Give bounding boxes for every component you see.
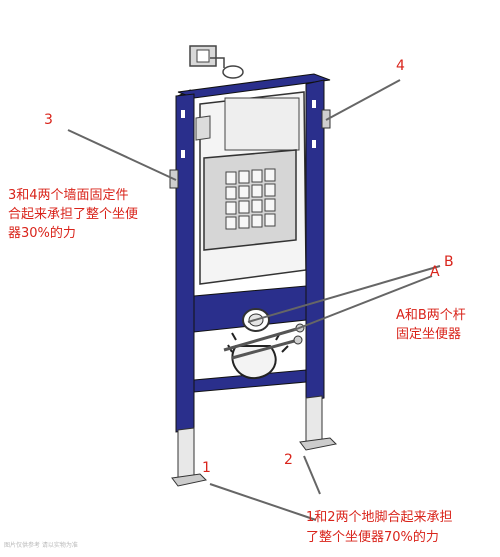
frame-feet [171,395,338,487]
label-4: 4 [396,58,405,74]
panel-grid-cell [238,185,250,199]
leader-A [293,275,433,331]
note-rods: A和B两个杆 固定坐便器 [396,306,466,344]
panel-grid-cell [264,213,276,227]
watermark-text: 图片仅供参考 请以实物为准 [4,542,78,549]
leader-lines [67,79,441,521]
panel-grid-cell [238,200,250,214]
panel-grid-cell [251,199,263,213]
frame-holes [181,100,316,158]
panel-grid-cell [225,216,237,230]
frame-right-upright [305,79,325,403]
panel-grid-cell [238,215,250,229]
label-B: B [444,254,454,270]
leader-4 [325,79,401,121]
note-rods-line1: A和B两个杆 [396,308,466,323]
note-feet-line1: 1和2两个地脚合起来承担 [306,510,453,525]
note-rods-line2: 固定坐便器 [396,327,462,342]
leader-1 [209,483,317,521]
flush-panel [203,149,297,251]
panel-grid-cell [264,183,276,197]
note-wall-brackets-line1: 3和4两个墙面固定件 [8,188,129,203]
label-1: 1 [202,460,211,476]
leader-B [247,265,441,323]
panel-grid-cell [225,171,237,185]
panel-grid-cell [238,170,250,184]
leader-2 [303,455,321,495]
note-feet: 1和2两个地脚合起来承担 了整个坐便器70%的力 [306,508,453,548]
panel-grid-cell [251,214,263,228]
panel-grid-cell [264,168,276,182]
label-A: A [430,264,440,280]
frame-bolt-plate [193,285,307,333]
note-wall-brackets-line2: 合起来承担了整个坐便 [8,207,139,222]
panel-grid-cell [251,169,263,183]
panel-grid-cell [251,184,263,198]
label-2: 2 [284,452,293,468]
leader-3 [67,129,177,181]
note-wall-brackets-line3: 器30%的力 [8,226,76,241]
water-inlet-fitting [189,45,244,79]
label-3: 3 [44,112,53,128]
note-wall-brackets: 3和4两个墙面固定件 合起来承担了整个坐便 器30%的力 [8,186,138,243]
panel-grid-cell [225,186,237,200]
panel-grid-cell [264,198,276,212]
panel-grid-cell [225,201,237,215]
note-feet-line2: 了整个坐便器70%的力 [306,530,439,545]
frame-left-upright [175,93,195,433]
